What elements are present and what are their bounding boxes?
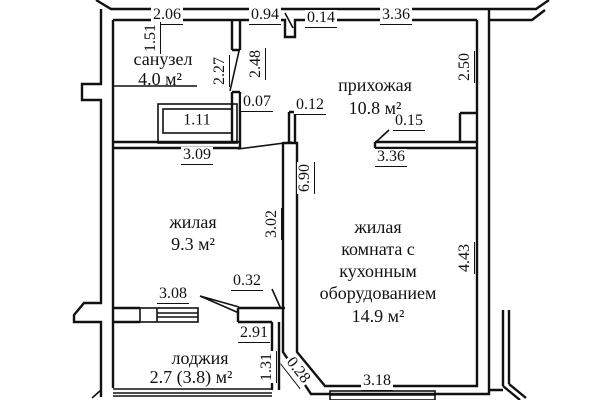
- dim-wall-jog: 0.07: [241, 93, 273, 112]
- dim-corridor-top-width: 0.94: [249, 6, 281, 25]
- leader-lines: [199, 12, 390, 314]
- corridor-door-leaf: [237, 141, 293, 150]
- dim-kitchen-window: 3.18: [361, 372, 393, 391]
- leader-015: [375, 129, 390, 143]
- room-kitchen-living-line2: комната с: [341, 239, 415, 259]
- room-loggia-area: 2.7 (3.8) м²: [149, 367, 233, 387]
- bathtub-inner: [162, 108, 233, 134]
- dim-bath-right-height: 2.27: [211, 55, 230, 87]
- loggia-door-window: [139, 307, 199, 323]
- bath-right-wall: [230, 20, 242, 142]
- loggia-front-window: [91, 388, 272, 399]
- dim-loggia-inner-height: 1.31: [258, 351, 277, 383]
- dim-living-right-height: 3.02: [263, 208, 282, 240]
- bath-door-leaf: [229, 50, 240, 92]
- right-and-bottom-outer: [281, 9, 491, 396]
- room-kitchen-living-line3: кухонным: [339, 261, 417, 281]
- room-hallway-area: 10.8 м²: [348, 98, 402, 118]
- fixtures-and-windows: [91, 103, 436, 400]
- dim-loggia-door-wall: 0.32: [231, 272, 263, 291]
- room-living-name: жилая: [169, 212, 217, 232]
- bathtub: [157, 103, 238, 144]
- dim-living-top-width: 3.09: [181, 146, 213, 165]
- dim-kitchen-top-width: 3.36: [375, 148, 407, 167]
- hall-step-015: [458, 111, 477, 142]
- dim-total-inner-height: 6.90: [296, 162, 315, 194]
- dim-top-niche: 0.14: [305, 9, 337, 28]
- dim-kitchen-right-height: 4.43: [456, 242, 475, 274]
- leader-032: [271, 288, 282, 310]
- left-wall-outer: [72, 9, 103, 397]
- dim-bath-fixture: 1.11: [181, 111, 213, 130]
- room-bathroom-area: 4.0 м²: [138, 69, 182, 89]
- room-bathroom-name: санузел: [133, 49, 193, 69]
- loggia-top-wall-right: [236, 306, 285, 324]
- room-loggia-name: лоджия: [171, 348, 229, 368]
- bath-bottom-wall: [113, 140, 242, 150]
- room-kitchen-living-line1: жилая: [354, 217, 402, 237]
- room-kitchen-living-area: 14.9 м²: [351, 306, 405, 326]
- dim-loggia-inner-width: 2.91: [238, 324, 270, 343]
- dim-corridor-height: 2.48: [247, 48, 266, 80]
- top-wall-right-stub: [489, 9, 546, 22]
- top-wall-outer: [95, 0, 550, 11]
- dim-bath-top-width: 2.06: [151, 6, 183, 25]
- neighbor-structures: [489, 310, 527, 400]
- room-kitchen-living-line4: оборудованием: [319, 283, 437, 303]
- room-hallway-name: прихожая: [338, 75, 412, 95]
- wall-stub-012: [287, 110, 297, 142]
- right-and-bottom-inner: [283, 20, 479, 388]
- dim-loggia-top-width: 3.08: [157, 285, 189, 304]
- loggia-window-mullions: [156, 308, 198, 322]
- leader-014: [284, 12, 294, 29]
- neighbor-bottom-right: [489, 310, 527, 400]
- dim-hall-right-height: 2.50: [456, 51, 475, 83]
- dim-hall-step: 0.15: [393, 112, 425, 131]
- dim-hall-top-width: 3.36: [380, 6, 412, 25]
- loggia-top-wall-left: [113, 306, 140, 324]
- leader-308: [199, 295, 240, 314]
- room-living-area: 9.3 м²: [171, 234, 215, 254]
- dim-wall-stub: 0.12: [294, 96, 326, 115]
